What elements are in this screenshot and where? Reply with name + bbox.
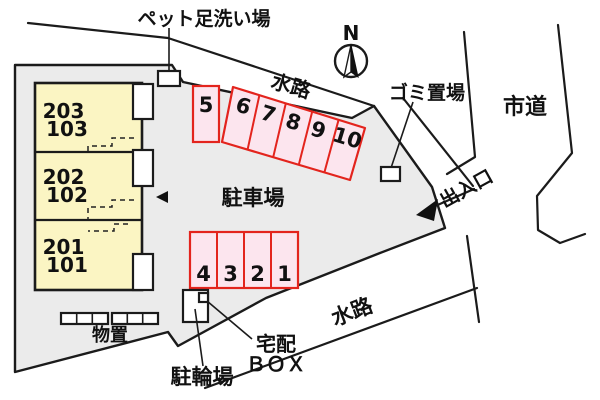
waterway-bottom-line (203, 286, 479, 390)
bicycle-parking-leader-line (194, 308, 204, 367)
stall-5-number: 5 (199, 93, 214, 117)
unit-label-2: 202 102 (43, 165, 92, 207)
stall-7-number: 7 (258, 100, 279, 127)
porch-3 (131, 252, 155, 292)
delivery-box-leader-line (206, 300, 253, 340)
garbage-box (379, 165, 402, 183)
stair-dash-2 (87, 199, 134, 220)
parking-lot-label: 駐車場 (222, 186, 285, 210)
stall-6-number: 6 (233, 92, 254, 119)
waterway-top-label: 水路 (268, 69, 314, 103)
storage-sheds (59, 311, 160, 326)
garbage-label: ゴミ置場 (389, 81, 465, 104)
stall-strip-dividers (246, 94, 340, 173)
entrance-label: 出入口 (436, 165, 497, 213)
stair-dash-1 (87, 137, 134, 152)
stall-8-number: 8 (283, 108, 304, 135)
building (33, 81, 144, 292)
north-label: N (343, 21, 360, 45)
city-road-label: 市道 (503, 94, 547, 120)
delivery-box (197, 291, 210, 304)
city-road-right-edge (535, 23, 587, 245)
waterway-top-outer-line (26, 21, 376, 108)
stall-9-number: 9 (308, 116, 329, 143)
unit-label-1: 203 103 (43, 99, 92, 141)
delivery-box-label-line1: 宅配 (256, 332, 296, 356)
porch-1 (131, 82, 155, 121)
city-road-left-edge (445, 30, 477, 176)
unit-label-3: 201 101 (43, 235, 92, 277)
building-entry-arrow-icon (156, 191, 168, 203)
pet-wash-label: ペット足洗い場 (137, 7, 270, 30)
north-compass-icon (333, 43, 369, 79)
porch-2 (131, 148, 155, 188)
stall-row-dividers (216, 232, 272, 288)
waterway-bottom-endcap (465, 234, 481, 324)
stall-5 (191, 84, 221, 144)
bicycle-parking-label: 駐輪場 (171, 365, 234, 389)
waterway-bottom-label: 水路 (328, 293, 377, 331)
entrance-arrow-shaft (431, 187, 476, 209)
stall-1-number: 1 (277, 262, 292, 286)
stall-3-number: 3 (223, 262, 238, 286)
storage-label: 物置 (92, 324, 128, 346)
stall-4-number: 4 (196, 262, 211, 286)
delivery-box-label-line2: ＢＯＸ (246, 352, 306, 376)
driveway-edge (401, 96, 475, 188)
stall-2-number: 2 (250, 262, 265, 286)
entrance-arrow-icon (416, 199, 438, 221)
garbage-leader-line (390, 101, 414, 169)
pet-wash-box (156, 69, 182, 88)
